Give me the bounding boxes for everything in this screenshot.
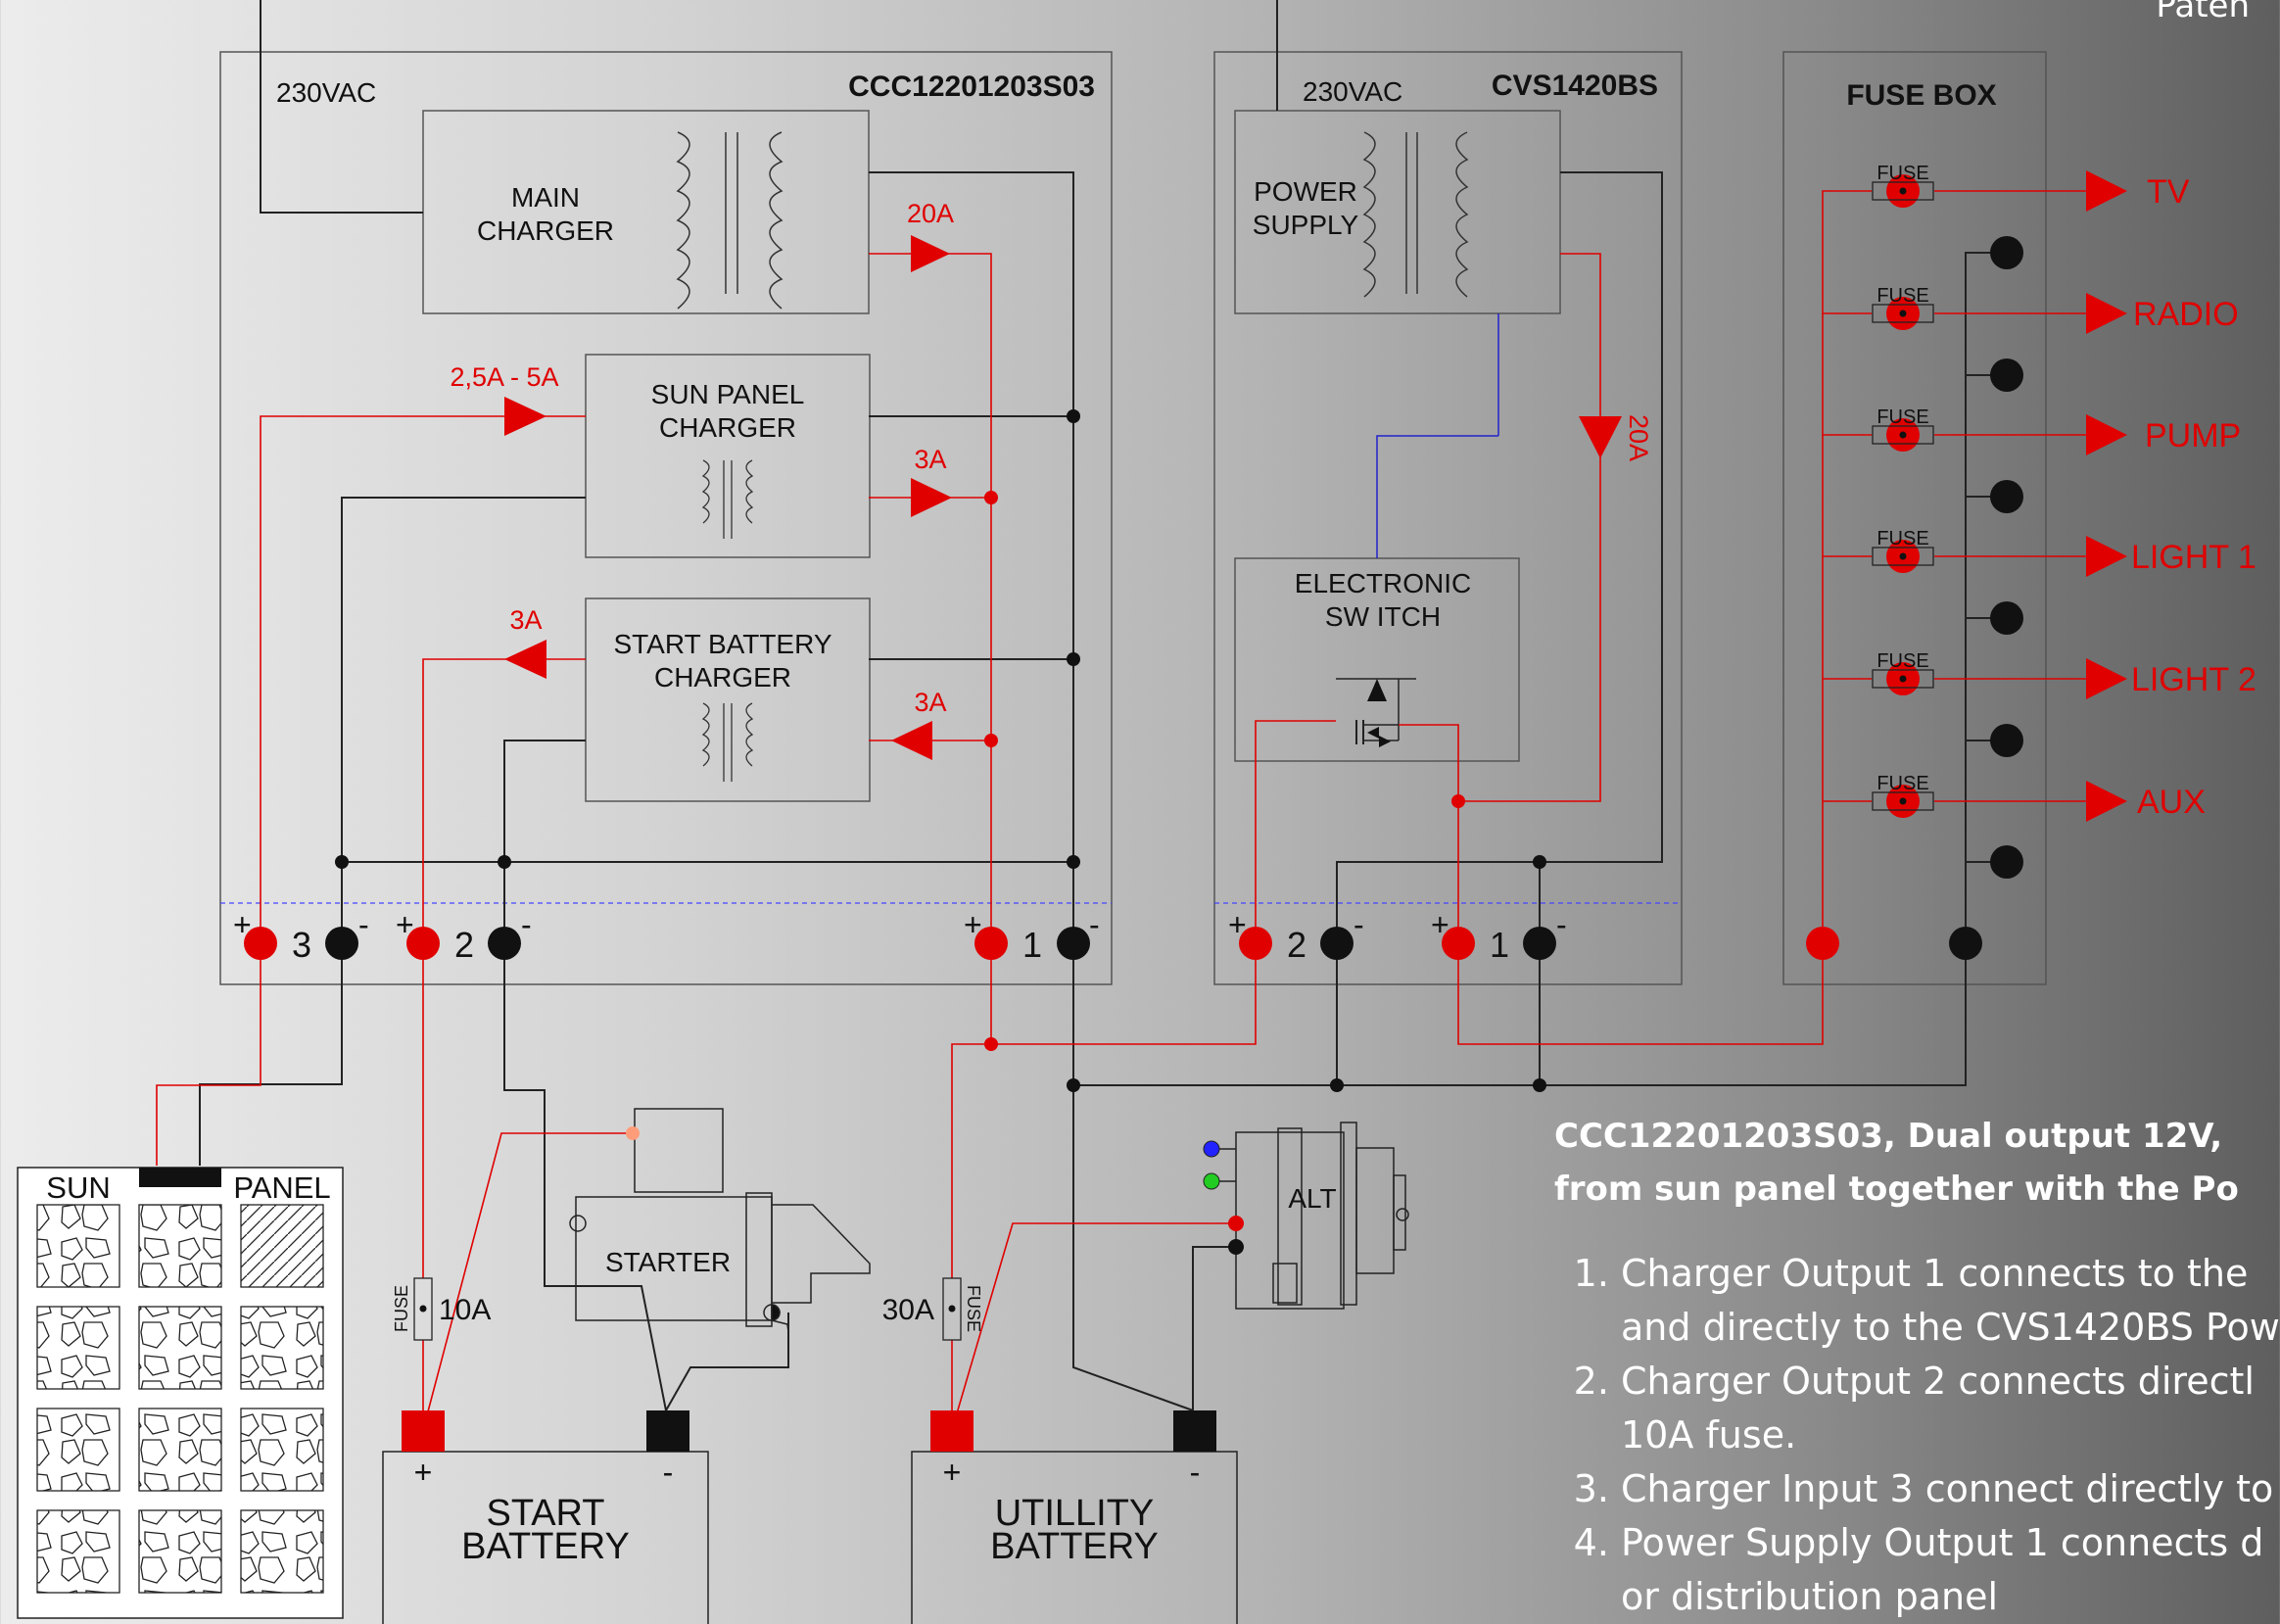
junction-dots — [335, 409, 1546, 1092]
alt-terminal-blue — [1203, 1140, 1220, 1158]
svg-text:-: - — [1089, 907, 1100, 942]
main-out-rating: 20A — [907, 199, 954, 228]
output-label-radio: RADIO — [2133, 296, 2239, 333]
cvs-ac-label: 230VAC — [1303, 76, 1402, 107]
alt-terminal-green — [1203, 1172, 1220, 1190]
ccc-block-outline — [219, 51, 1113, 985]
start-bat-plus: + — [414, 1455, 433, 1490]
main-charger-box — [422, 110, 870, 314]
list-item: Power Supply Output 1 connects dor distr… — [1621, 1516, 2263, 1624]
svg-text:+: + — [964, 907, 982, 942]
ps-rating: 20A — [1624, 414, 1653, 461]
output-label-light1: LIGHT 1 — [2131, 539, 2256, 576]
fuse-label: FUSE — [1876, 773, 1928, 794]
fuse-icons — [1872, 181, 1934, 811]
fuse-start-word: FUSE — [392, 1285, 411, 1332]
svg-text:2: 2 — [454, 925, 474, 965]
batteries — [382, 1410, 1238, 1624]
terminal-labels: 3 2 1 2 1 + + + + + - - - - - — [233, 907, 1567, 965]
sun-in-rating: 2,5A - 5A — [450, 362, 558, 392]
sun-out-rating: 3A — [914, 445, 946, 474]
util-bat-minus: - — [1190, 1455, 1201, 1490]
transformer-icon — [1362, 131, 1469, 298]
svg-text:-: - — [358, 907, 369, 942]
heading-line: from sun panel together with the Po — [1554, 1170, 2239, 1209]
sun-label-right: PANEL — [233, 1170, 330, 1205]
svg-text:3: 3 — [292, 925, 311, 965]
svg-text:+: + — [233, 907, 252, 942]
alt-terminal-negative — [1228, 1239, 1244, 1255]
output-label-light2: LIGHT 2 — [2131, 661, 2256, 698]
starter-motor — [569, 1108, 871, 1333]
fuse-label: FUSE — [1876, 650, 1928, 672]
fuse-util-rating: 30A — [882, 1294, 934, 1326]
junction-dots-red — [984, 491, 1465, 1051]
inline-fuse-icons — [413, 1277, 962, 1341]
fuse-label: FUSE — [1876, 163, 1928, 184]
transformer-icon — [676, 131, 784, 310]
cvs-block-outline — [1213, 51, 1683, 985]
output-label-aux: AUX — [2137, 784, 2206, 821]
sun-label-left: SUN — [46, 1170, 110, 1205]
corner-text: Paten — [2156, 0, 2250, 25]
ccc-title: CCC12201203S03 — [848, 71, 1095, 103]
fuse-util-word: FUSE — [964, 1285, 983, 1332]
alt-label: ALT — [1288, 1183, 1336, 1214]
starter-label: STARTER — [605, 1247, 731, 1277]
start-out-rating: 3A — [509, 605, 542, 635]
svg-text:1: 1 — [1490, 925, 1509, 965]
fuse-labels: FUSE FUSE FUSE FUSE FUSE FUSE — [1876, 163, 1928, 794]
cvs-title: CVS1420BS — [1492, 70, 1658, 102]
svg-text:-: - — [521, 907, 532, 942]
start-bat-minus: - — [663, 1455, 674, 1490]
sun-panel — [17, 1167, 344, 1619]
negative-wires — [199, 0, 2007, 1411]
output-label-pump: PUMP — [2145, 417, 2241, 454]
description-heading: CCC12201203S03, Dual output 12V, from su… — [1554, 1110, 2240, 1216]
svg-text:+: + — [396, 907, 414, 942]
list-item: Charger Input 3 connect directly to — [1621, 1462, 2273, 1516]
fuse-label: FUSE — [1876, 285, 1928, 307]
output-label-tv: TV — [2147, 173, 2190, 211]
fuse-box-outline — [1782, 51, 2047, 985]
svg-text:+: + — [1431, 907, 1449, 942]
transformer-icon — [701, 459, 754, 782]
heading-line: CCC12201203S03, Dual output 12V, — [1554, 1117, 2223, 1156]
start-charger-box — [585, 597, 871, 802]
svg-text:-: - — [1556, 907, 1567, 942]
fuse-label: FUSE — [1876, 406, 1928, 428]
starter-terminal — [626, 1126, 640, 1140]
diode-arrows — [504, 170, 2127, 822]
ccc-ac-label: 230VAC — [276, 77, 376, 108]
transistor-icon — [1336, 678, 1416, 747]
svg-text:2: 2 — [1287, 925, 1306, 965]
alternator — [1207, 1122, 1409, 1310]
fuse-box-title: FUSE BOX — [1846, 79, 1996, 112]
svg-text:+: + — [1228, 907, 1247, 942]
start-in-rating: 3A — [914, 688, 946, 717]
sun-charger-box — [585, 354, 871, 558]
svg-text:1: 1 — [1022, 925, 1042, 965]
svg-text:-: - — [1354, 907, 1364, 942]
output-labels: TV RADIO PUMP LIGHT 1 LIGHT 2 AUX — [2131, 173, 2256, 821]
util-bat-plus: + — [943, 1455, 962, 1490]
power-supply-box — [1234, 110, 1561, 314]
alt-terminal-positive — [1228, 1216, 1244, 1231]
fuse-start-rating: 10A — [439, 1294, 491, 1326]
description-panel: CCC12201203S03, Dual output 12V, from su… — [1554, 1110, 2280, 1624]
fuse-label: FUSE — [1876, 528, 1928, 549]
terminals — [244, 174, 2023, 960]
